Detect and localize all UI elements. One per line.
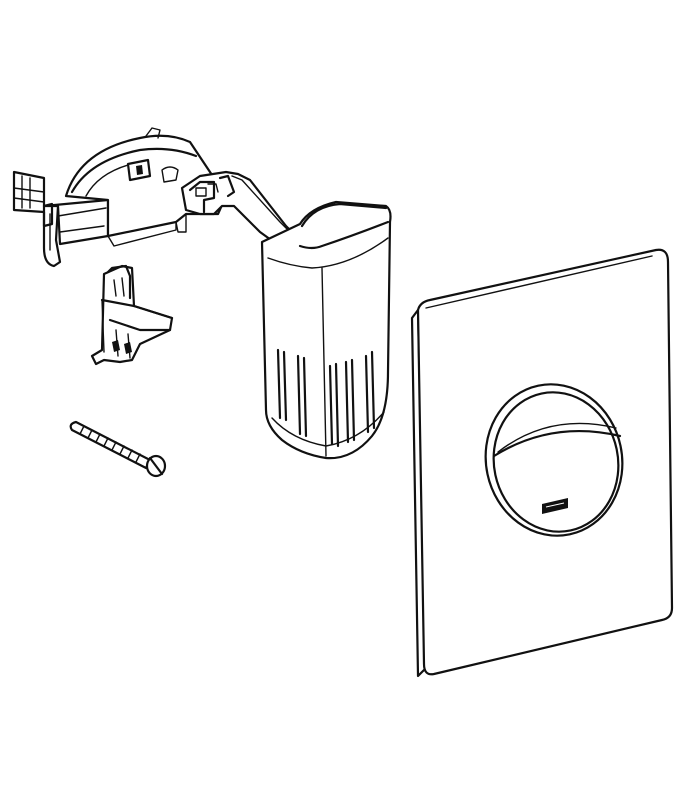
cup-housing — [180, 170, 392, 460]
flush-plate — [410, 248, 674, 678]
fixing-screw — [69, 420, 167, 478]
clip-holder — [90, 264, 174, 366]
